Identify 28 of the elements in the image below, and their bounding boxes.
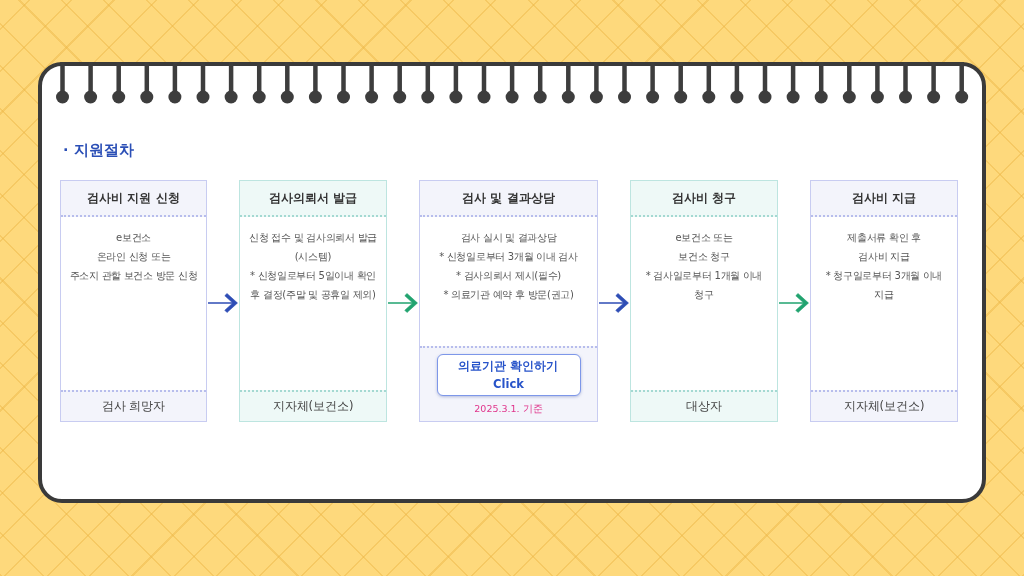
card-header: 검사비 지원 신청 [61,181,206,217]
description-text: * 신청일로부터 3개월 이내 검사 [439,250,578,264]
card-header: 검사의뢰서 발급 [240,181,386,217]
step-card [419,180,598,422]
card-header: 검사 및 결과상담 [420,181,597,217]
section-title: · 지원절차 [63,141,134,160]
link-button: 의료기관 확인하기 Click [436,353,581,396]
description-text: * 검사일로부터 1개월 이내 청구 [645,269,763,302]
step-card [630,180,778,422]
description-text: 제출서류 확인 후 검사비 지급 [847,231,921,264]
card-footer: 검사 희망자 [61,390,206,421]
step-card [60,180,207,422]
description-text: e보건소 온라인 신청 또는 주소지 관할 보건소 방문 신청 [69,231,198,283]
step-card [239,180,387,422]
description-text: * 검사의뢰서 제시(필수) [456,269,561,283]
card-footer: 지자체(보건소) [240,390,386,421]
date-note: 2025.3.1. 기준 [474,402,543,416]
card-footer: 대상자 [631,390,777,421]
card-footer: 지자체(보건소) [811,390,957,421]
step-card [810,180,958,422]
description-text: 검사 실시 및 결과상담 [460,231,557,245]
description-text: e보건소 또는 보건소 청구 [675,231,733,264]
description-text: 신청 접수 및 검사의뢰서 발급 (시스템) [249,231,377,264]
description-text: * 신청일로부터 5일이내 확인 후 결정(주말 및 공휴일 제외) [249,269,377,302]
description-text: * 청구일로부터 3개월 이내 지급 [825,269,943,302]
card-header: 검사비 지급 [811,181,957,217]
description-text: * 의료기관 예약 후 방문(권고) [443,288,574,302]
card-header: 검사비 청구 [631,181,777,217]
